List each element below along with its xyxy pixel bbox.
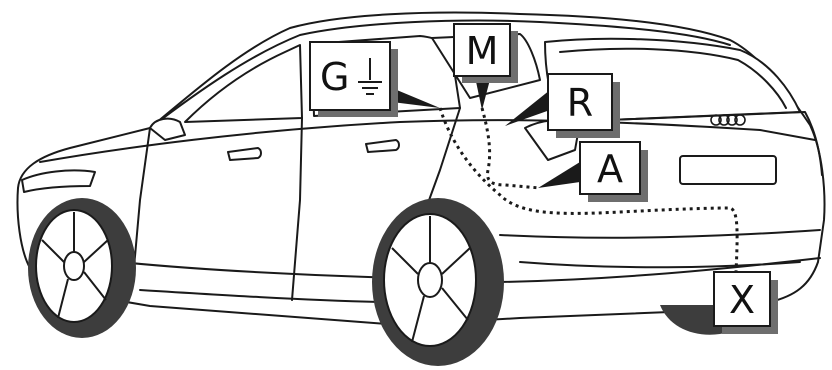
front-wheel xyxy=(28,198,136,338)
label-box-g: G xyxy=(309,41,398,117)
pointer-a xyxy=(538,162,580,188)
front-door-handle xyxy=(227,147,262,161)
ground-icon xyxy=(358,58,382,95)
label-m: M xyxy=(466,29,499,73)
pointer-g xyxy=(392,88,440,108)
rear-bumper xyxy=(499,229,821,239)
label-g: G xyxy=(320,55,349,99)
tailgate xyxy=(559,111,823,176)
headlight xyxy=(21,169,96,193)
label-a: A xyxy=(597,147,623,191)
rear-window-inner xyxy=(559,47,787,109)
rear-door-handle xyxy=(365,139,400,153)
front-window xyxy=(184,44,303,123)
label-x: X xyxy=(729,278,755,322)
sill-line xyxy=(139,289,381,303)
label-box-x: X xyxy=(713,271,778,334)
rear-wheel xyxy=(372,198,504,366)
pointer-r xyxy=(505,90,550,126)
roof-line xyxy=(149,19,731,129)
shoulder-crease xyxy=(39,119,816,163)
label-r: R xyxy=(567,81,593,125)
label-box-a: A xyxy=(579,141,648,202)
license-plate xyxy=(679,155,777,185)
label-box-r: R xyxy=(547,73,620,138)
wiring-route xyxy=(438,107,739,273)
door-divider xyxy=(291,117,303,301)
label-box-m: M xyxy=(453,23,518,83)
car-illustration xyxy=(16,11,826,326)
side-mirror xyxy=(149,117,186,141)
rear-diffuser xyxy=(519,261,801,269)
brand-logo xyxy=(710,114,746,126)
